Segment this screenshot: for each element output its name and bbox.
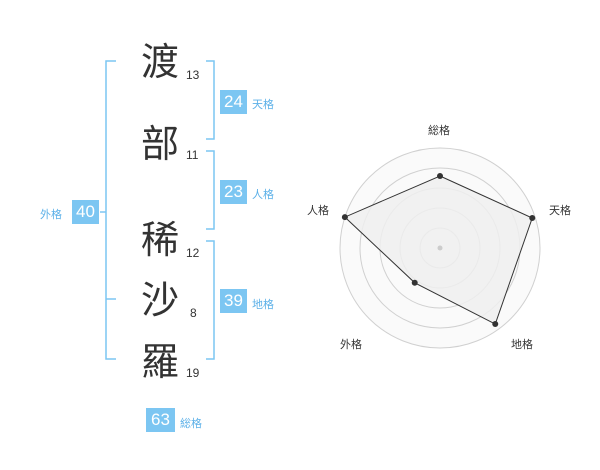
soukaku-label: 総格 — [180, 417, 202, 430]
name-char-3-strokes: 12 — [186, 246, 200, 260]
chikaku-label: 地格 — [252, 298, 274, 311]
radar-label-gaikaku: 外格 — [340, 338, 362, 351]
name-char-3: 稀 — [140, 218, 179, 262]
radar-point-3 — [492, 321, 499, 328]
name-char-2-strokes: 11 — [186, 148, 199, 162]
gaikaku-bracket — [105, 60, 116, 360]
gaikaku-value: 40 — [72, 200, 99, 224]
name-char-5: 羅 — [140, 340, 179, 384]
tenkaku-label: 天格 — [252, 98, 274, 111]
radar-label-chikaku: 地格 — [511, 338, 533, 351]
name-char-4: 沙 — [140, 278, 179, 322]
chikaku-bracket — [206, 240, 215, 360]
tenkaku-bracket — [206, 60, 215, 140]
jinkaku-bracket — [206, 150, 215, 230]
jinkaku-label: 人格 — [252, 188, 274, 201]
radar-label-soukaku: 総格 — [428, 124, 450, 137]
radar-point-2 — [529, 215, 536, 222]
tenkaku-value: 24 — [220, 90, 247, 114]
radar-point-4 — [411, 279, 418, 286]
chikaku-value: 39 — [220, 289, 247, 313]
gaikaku-label: 外格 — [40, 208, 62, 221]
name-char-5-strokes: 19 — [186, 366, 200, 380]
name-char-1-strokes: 13 — [186, 68, 200, 82]
name-char-1: 渡 — [140, 40, 179, 84]
radar-label-tenkaku: 天格 — [549, 204, 571, 217]
name-char-2: 部 — [140, 122, 179, 166]
radar-point-5 — [341, 214, 348, 221]
radar-label-jinkaku: 人格 — [307, 204, 329, 217]
name-char-4-strokes: 8 — [190, 306, 197, 320]
radar-center — [437, 245, 443, 251]
radar-point-1 — [437, 173, 443, 179]
soukaku-value: 63 — [146, 408, 175, 432]
jinkaku-value: 23 — [220, 180, 247, 204]
